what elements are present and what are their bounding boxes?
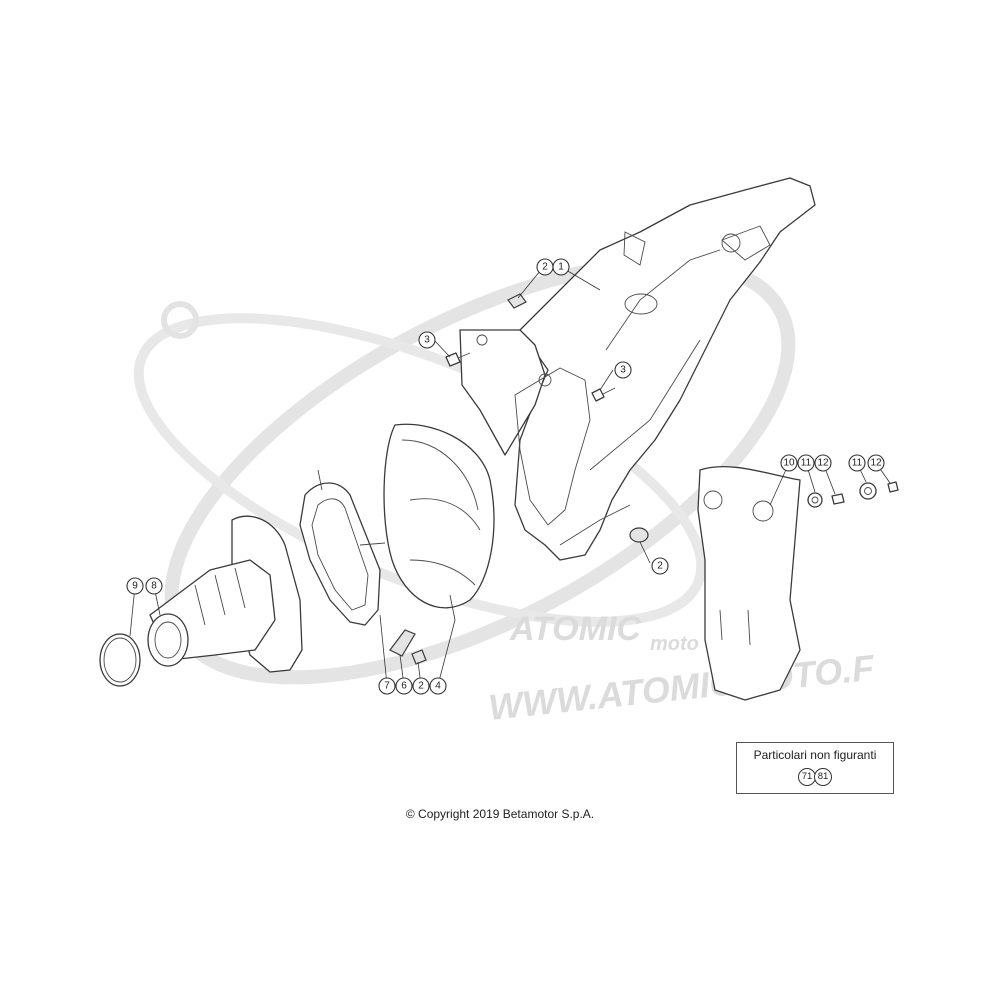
svg-text:2: 2	[657, 561, 663, 572]
callout-3-left: 3	[418, 331, 436, 349]
svg-text:3: 3	[424, 335, 430, 346]
legend-title: Particolari non figuranti	[753, 748, 877, 762]
filter-clip	[389, 629, 427, 665]
screw-b	[887, 481, 899, 493]
svg-text:11: 11	[852, 458, 863, 469]
intake-boot	[147, 515, 303, 673]
air-filter	[383, 423, 495, 609]
callout-11-b: 11	[848, 454, 866, 472]
svg-text:1: 1	[558, 262, 564, 273]
air-box	[459, 177, 816, 561]
callout-10: 10	[780, 454, 798, 472]
washer-a	[807, 492, 823, 508]
svg-text:2: 2	[542, 262, 548, 273]
callout-12-a: 12	[814, 454, 832, 472]
hose-clamp	[99, 633, 141, 687]
callout-7: 7	[378, 677, 396, 695]
callout-9: 9	[126, 577, 144, 595]
svg-text:12: 12	[817, 458, 829, 469]
callout-2-top: 2	[536, 258, 554, 276]
svg-text:4: 4	[435, 681, 441, 692]
svg-text:6: 6	[401, 681, 407, 692]
svg-text:10: 10	[783, 458, 795, 469]
rubber-plug-right	[629, 527, 649, 543]
callout-11-a: 11	[797, 454, 815, 472]
callout-4: 4	[429, 677, 447, 695]
svg-text:12: 12	[870, 458, 882, 469]
svg-text:2: 2	[418, 681, 424, 692]
callout-8: 8	[145, 577, 163, 595]
bolt-right	[591, 387, 616, 402]
legend-item-81: 81	[814, 768, 832, 786]
filter-cage	[299, 469, 386, 626]
svg-text:8: 8	[151, 581, 157, 592]
callout-2-bottom: 2	[412, 677, 430, 695]
copyright-text: © Copyright 2019 Betamotor S.p.A.	[405, 807, 595, 821]
side-cover	[697, 466, 801, 701]
callout-3-right: 3	[614, 361, 632, 379]
callout-1: 1	[552, 258, 570, 276]
watermark-url: WWW.ATOMICMOTO.F	[487, 647, 877, 728]
callout-12-b: 12	[867, 454, 885, 472]
callout-6: 6	[395, 677, 413, 695]
svg-text:9: 9	[132, 581, 138, 592]
svg-text:7: 7	[384, 681, 390, 692]
svg-text:3: 3	[620, 365, 626, 376]
rubber-plug-top	[507, 293, 527, 309]
callout-2-right: 2	[651, 557, 669, 575]
svg-text:11: 11	[801, 458, 812, 469]
watermark-brand: ATOMIC	[509, 610, 641, 648]
washer-b	[859, 482, 877, 500]
watermark-sub: moto	[650, 633, 699, 655]
screw-a	[831, 493, 845, 505]
